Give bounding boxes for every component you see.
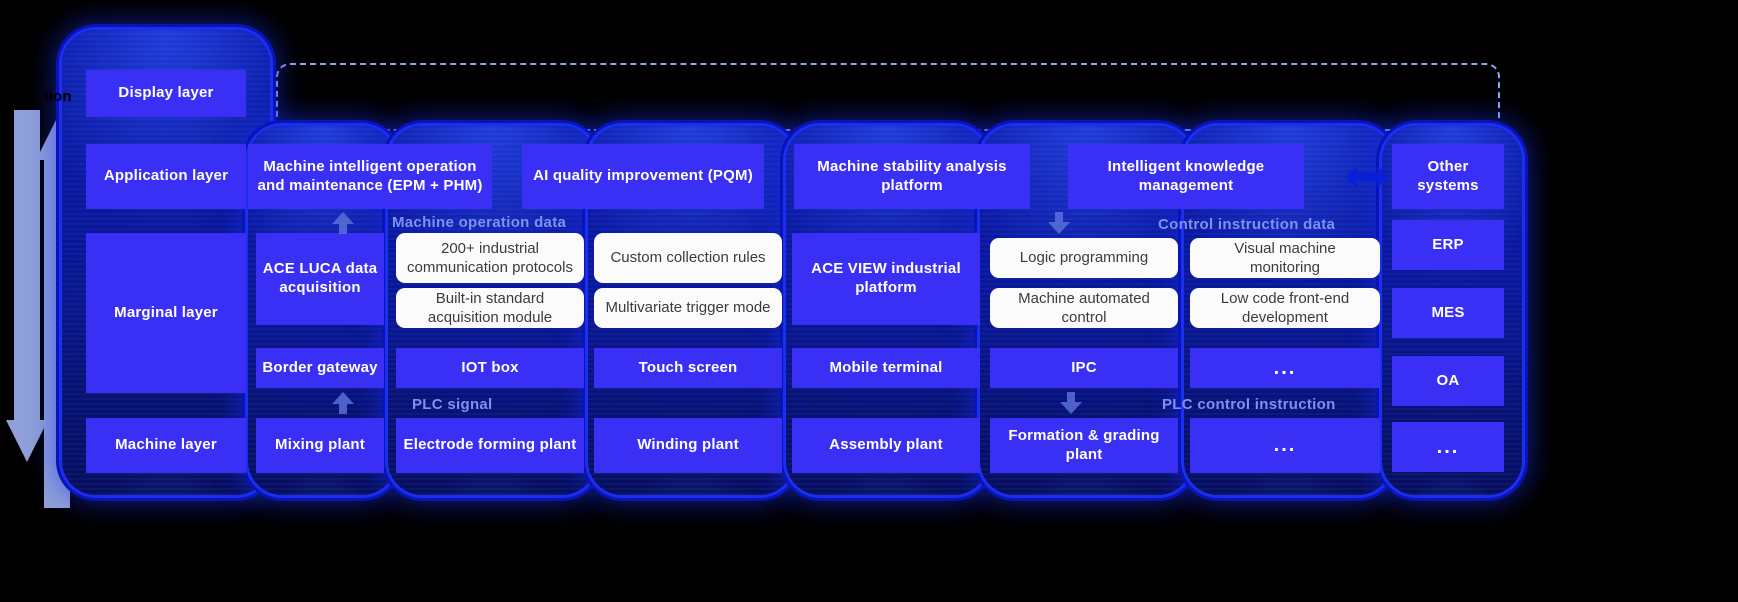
external-cell-oa[interactable]: OA: [1392, 356, 1504, 406]
marginal-white-custom-collection-rules[interactable]: Custom collection rules: [594, 233, 782, 283]
device-cell-ipc[interactable]: IPC: [990, 348, 1178, 388]
marginal-cell-ace-view[interactable]: ACE VIEW industrial platform: [792, 233, 980, 325]
cutoff-label: tion: [44, 88, 72, 105]
marginal-white-logic-programming[interactable]: Logic programming: [990, 238, 1178, 278]
app-cell-ai-quality-improvement[interactable]: AI quality improvement (PQM): [522, 144, 764, 209]
flow-label-control-instruction-data: Control instruction data: [1158, 216, 1336, 233]
flow-label-plc-signal: PLC signal: [412, 396, 493, 413]
device-cell-touch-screen[interactable]: Touch screen: [594, 348, 782, 388]
marginal-white-machine-automated-control[interactable]: Machine automated control: [990, 288, 1178, 328]
marginal-cell-ace-luca[interactable]: ACE LUCA data acquisition: [256, 233, 384, 325]
up-arrow-plc-signal: [332, 392, 354, 414]
app-cell-machine-intelligent-ops[interactable]: Machine intelligent operation and mainte…: [248, 144, 492, 209]
layer-cell-display[interactable]: Display layer: [86, 70, 246, 117]
external-cell-mes[interactable]: MES: [1392, 288, 1504, 338]
machine-cell-assembly-plant[interactable]: Assembly plant: [792, 418, 980, 473]
marginal-white-visual-machine-monitoring[interactable]: Visual machine monitoring: [1190, 238, 1380, 278]
flow-label-plc-control-instruction: PLC control instruction: [1162, 396, 1336, 413]
marginal-white-200-protocols[interactable]: 200+ industrial communication protocols: [396, 233, 584, 283]
external-cell-other-systems[interactable]: Other systems: [1392, 144, 1504, 209]
machine-cell-mixing-plant[interactable]: Mixing plant: [256, 418, 384, 473]
down-arrow-plc-control-instruction: [1060, 392, 1082, 414]
machine-cell-winding-plant[interactable]: Winding plant: [594, 418, 782, 473]
machine-cell-formation-grading-plant[interactable]: Formation & grading plant: [990, 418, 1178, 473]
device-cell-more[interactable]: ...: [1190, 348, 1380, 388]
downward-flow-arrow: [6, 110, 48, 462]
machine-cell-more[interactable]: ...: [1190, 418, 1380, 473]
integration-boundary-dashed-box: [276, 63, 1500, 131]
external-cell-erp[interactable]: ERP: [1392, 220, 1504, 270]
layer-cell-machine[interactable]: Machine layer: [86, 418, 246, 473]
device-cell-mobile-terminal[interactable]: Mobile terminal: [792, 348, 980, 388]
machine-cell-electrode-forming-plant[interactable]: Electrode forming plant: [396, 418, 584, 473]
device-cell-border-gateway[interactable]: Border gateway: [256, 348, 384, 388]
device-cell-iot-box[interactable]: IOT box: [396, 348, 584, 388]
up-arrow-machine-operation: [332, 212, 354, 234]
external-cell-more[interactable]: ...: [1392, 422, 1504, 472]
layer-cell-application[interactable]: Application layer: [86, 144, 246, 209]
marginal-white-low-code-frontend-dev[interactable]: Low code front-end development: [1190, 288, 1380, 328]
down-arrow-control-instruction: [1048, 212, 1070, 234]
app-cell-intelligent-knowledge-mgmt[interactable]: Intelligent knowledge management: [1068, 144, 1304, 209]
flow-label-machine-operation-data: Machine operation data: [392, 214, 567, 231]
marginal-white-builtin-standard-module[interactable]: Built-in standard acquisition module: [396, 288, 584, 328]
bidirectional-arrow-icon: [1345, 163, 1389, 196]
app-cell-machine-stability-analysis[interactable]: Machine stability analysis platform: [794, 144, 1030, 209]
layer-cell-marginal[interactable]: Marginal layer: [86, 233, 246, 393]
marginal-white-multivariate-trigger-mode[interactable]: Multivariate trigger mode: [594, 288, 782, 328]
